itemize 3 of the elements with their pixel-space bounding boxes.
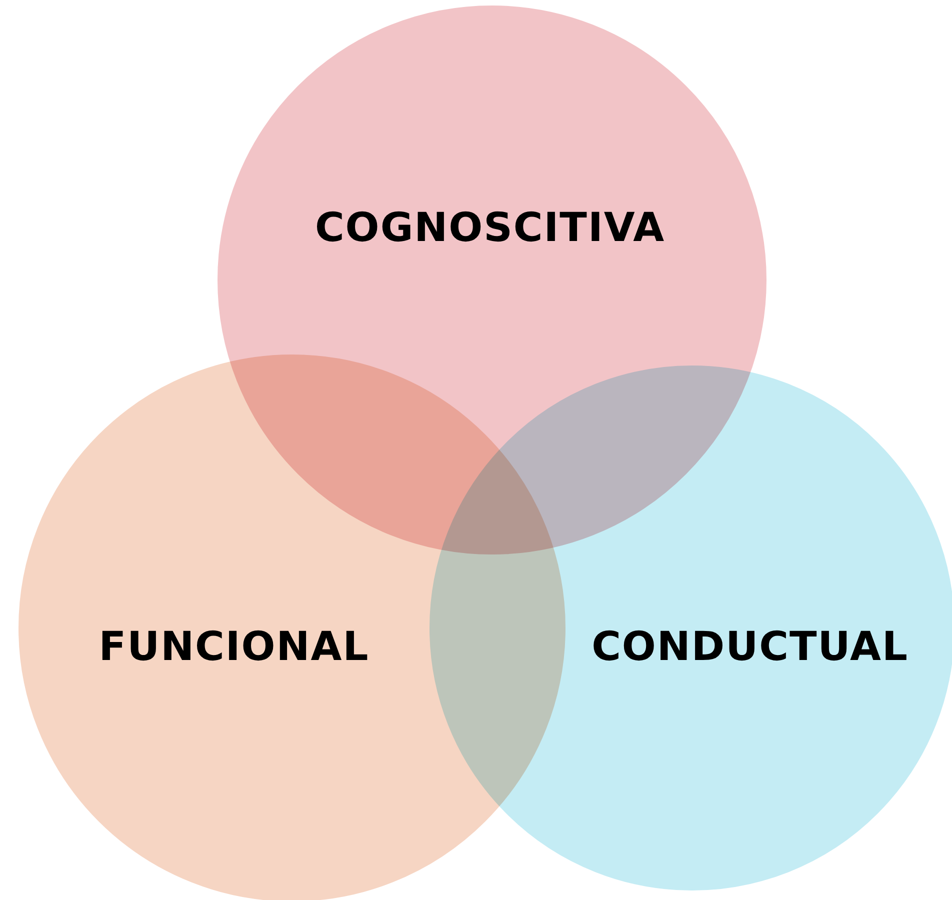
circle-label: CONDUCTUAL — [592, 624, 908, 670]
circle-label: COGNOSCITIVA — [314, 205, 666, 251]
circle-label: FUNCIONAL — [98, 624, 370, 670]
